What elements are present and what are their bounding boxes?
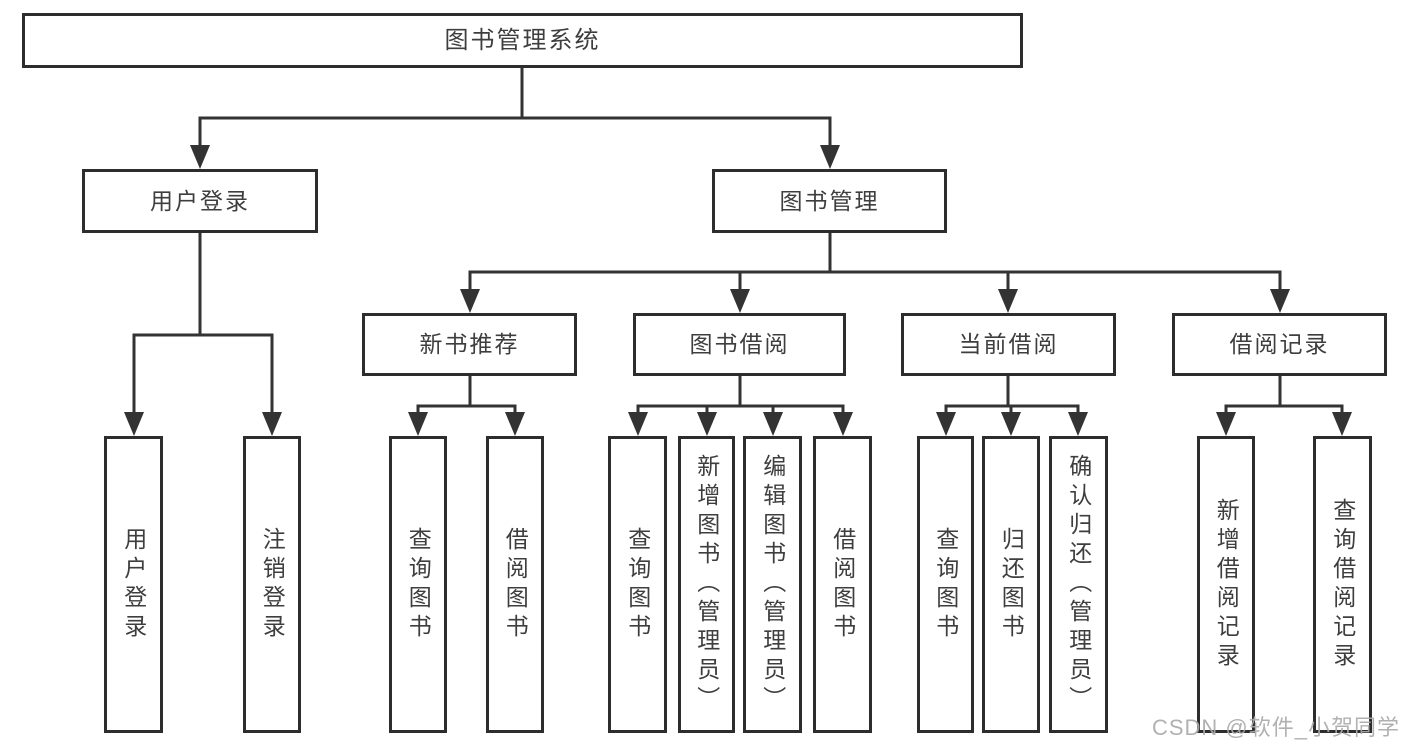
arrowhead	[628, 412, 648, 436]
node-leaf-borrow-book-1: 借阅图书	[486, 436, 544, 733]
node-label-book-borrowing: 图书借阅	[689, 331, 790, 358]
arrowhead	[763, 412, 783, 436]
node-leaf-add-record: 新增借阅记录	[1197, 436, 1255, 733]
node-borrowing-records: 借阅记录	[1172, 313, 1387, 376]
connector-path	[468, 233, 1282, 292]
arrowhead	[1332, 412, 1352, 436]
arrowhead	[460, 289, 480, 313]
arrowhead	[833, 412, 853, 436]
arrowhead	[1216, 412, 1236, 436]
connector-path	[198, 68, 832, 148]
arrowhead	[262, 412, 282, 436]
node-leaf-query-book-2: 查询图书	[608, 436, 667, 733]
node-label-leaf-add-record: 新增借阅记录	[1213, 497, 1240, 672]
node-label-leaf-query-book-2: 查询图书	[624, 526, 651, 643]
connector-path	[416, 376, 517, 415]
node-leaf-query-record: 查询借阅记录	[1313, 436, 1372, 733]
node-label-new-book-recommend: 新书推荐	[419, 331, 520, 358]
node-book-management: 图书管理	[712, 169, 947, 233]
node-label-leaf-query-book-1: 查询图书	[405, 526, 432, 643]
node-user-login-module: 用户登录	[82, 169, 318, 233]
node-label-leaf-add-book: 新增图书（管理员）	[693, 454, 720, 715]
connector-path	[1224, 376, 1344, 415]
arrowhead	[190, 145, 210, 169]
node-label-leaf-query-book-3: 查询图书	[932, 526, 959, 643]
arrowhead	[730, 289, 750, 313]
node-new-book-recommend: 新书推荐	[362, 313, 577, 376]
arrowhead	[124, 412, 144, 436]
connector-path	[132, 233, 274, 415]
node-label-user-login-module: 用户登录	[150, 187, 250, 214]
node-leaf-query-book-1: 查询图书	[389, 436, 447, 733]
node-leaf-logout: 注销登录	[243, 436, 301, 733]
node-leaf-user-login: 用户登录	[104, 436, 163, 733]
csdn-watermark: CSDN @软件_小贺同学	[1151, 715, 1400, 740]
node-label-leaf-borrow-book-1: 借阅图书	[502, 526, 529, 643]
node-label-leaf-borrow-book-2: 借阅图书	[829, 526, 856, 643]
node-label-current-borrowing: 当前借阅	[958, 331, 1059, 358]
node-label-root: 图书管理系统	[444, 26, 601, 54]
node-label-leaf-logout: 注销登录	[259, 526, 286, 643]
arrowhead	[505, 412, 525, 436]
node-label-leaf-user-login: 用户登录	[120, 526, 147, 643]
node-leaf-confirm-return: 确认归还（管理员）	[1049, 436, 1108, 733]
arrowhead	[697, 412, 717, 436]
node-book-borrowing: 图书借阅	[633, 313, 846, 376]
arrowhead	[1001, 412, 1021, 436]
node-leaf-borrow-book-2: 借阅图书	[813, 436, 872, 733]
node-label-book-management: 图书管理	[779, 187, 880, 214]
node-leaf-return-book: 归还图书	[982, 436, 1040, 733]
arrowhead	[408, 412, 428, 436]
arrowhead	[820, 145, 840, 169]
node-label-borrowing-records: 借阅记录	[1229, 331, 1330, 358]
arrowhead	[936, 412, 956, 436]
arrowhead	[1068, 412, 1088, 436]
arrowhead	[1270, 289, 1290, 313]
node-current-borrowing: 当前借阅	[901, 313, 1116, 376]
node-leaf-query-book-3: 查询图书	[917, 436, 974, 733]
node-label-leaf-confirm-return: 确认归还（管理员）	[1065, 454, 1092, 715]
node-label-leaf-return-book: 归还图书	[998, 526, 1025, 643]
connector-path	[944, 376, 1080, 415]
connector-path	[636, 376, 845, 415]
node-leaf-add-book: 新增图书（管理员）	[678, 436, 735, 733]
node-leaf-edit-book: 编辑图书（管理员）	[743, 436, 802, 733]
node-label-leaf-query-record: 查询借阅记录	[1329, 497, 1356, 672]
node-root: 图书管理系统	[22, 13, 1023, 68]
node-label-leaf-edit-book: 编辑图书（管理员）	[759, 454, 786, 715]
arrowhead	[998, 289, 1018, 313]
